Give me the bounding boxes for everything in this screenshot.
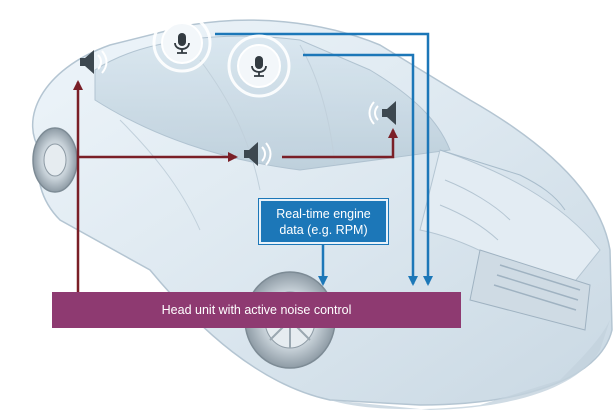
rear-wheel bbox=[32, 127, 78, 193]
head-unit-box: Head unit with active noise control bbox=[52, 292, 461, 328]
speaker-signal-lines bbox=[73, 80, 398, 292]
microphone-signal-lines bbox=[215, 32, 433, 286]
speaker-icon bbox=[368, 101, 396, 125]
speaker-icon bbox=[244, 142, 272, 166]
speaker-icon bbox=[80, 50, 108, 74]
engine-data-box: Real-time engine data (e.g. RPM) bbox=[259, 199, 388, 244]
microphone-icon bbox=[227, 34, 291, 98]
microphone-icon bbox=[152, 13, 212, 73]
